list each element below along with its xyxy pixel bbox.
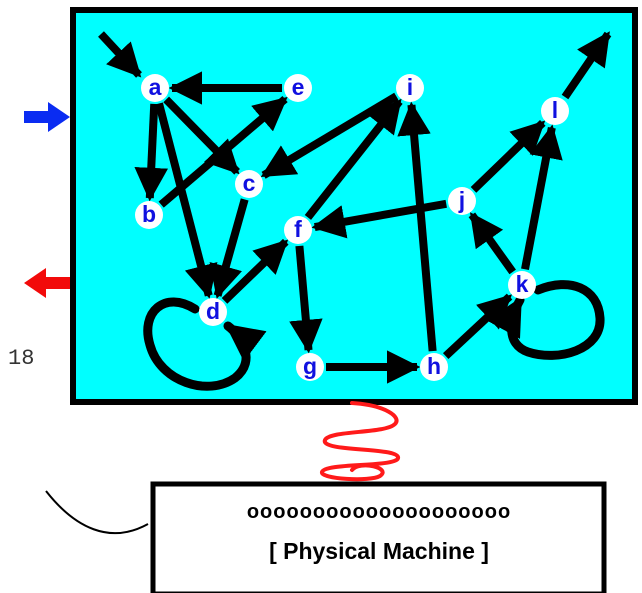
input-arrow (24, 102, 70, 132)
node-label-b: b (142, 201, 156, 227)
physical-machine-box (150, 481, 607, 593)
edge-j-to-f (311, 199, 447, 239)
node-e: e (284, 74, 312, 102)
node-l: l (541, 97, 569, 125)
node-circle-j (448, 187, 476, 215)
node-label-l: l (552, 97, 558, 123)
node-label-k: k (516, 271, 529, 297)
node-d: d (199, 298, 227, 326)
node-circle-g (296, 353, 324, 381)
node-label-j: j (458, 187, 465, 213)
node-circle-c (235, 170, 263, 198)
entry-edge (98, 31, 142, 78)
edge-a-to-b (134, 103, 169, 202)
node-circle-b (135, 201, 163, 229)
node-circle-f (284, 216, 312, 244)
edge-k-to-l (521, 124, 563, 271)
node-h: h (420, 353, 448, 381)
edge-a-to-d (155, 102, 218, 299)
exit-edge (561, 31, 612, 100)
node-c: c (235, 170, 263, 198)
node-circle-d (199, 298, 227, 326)
margin-text: 18 (8, 346, 34, 371)
node-g: g (296, 353, 324, 381)
machine-label: [ Physical Machine ] (269, 538, 489, 564)
machine-dots: oooooooooooooooooooo (247, 501, 511, 523)
node-circle-e (284, 74, 312, 102)
node-k: k (508, 271, 536, 299)
node-label-f: f (294, 216, 302, 242)
node-circle-l (541, 97, 569, 125)
edge-a-to-c (163, 96, 240, 175)
edges-layer (134, 71, 563, 384)
node-j: j (448, 187, 476, 215)
graph-panel (70, 7, 638, 405)
edge-b-to-e (158, 95, 288, 208)
self-loop-d (143, 297, 267, 391)
node-a: a (141, 74, 169, 102)
node-label-d: d (206, 298, 220, 324)
edge-k-to-j (468, 212, 516, 275)
node-circle-k (508, 271, 536, 299)
edge-f-to-i (304, 98, 403, 220)
node-label-c: c (243, 170, 256, 196)
nodes-layer: a b c d e f g h i j k l (135, 74, 569, 381)
curve-line (45, 490, 149, 534)
node-b: b (135, 201, 163, 229)
spring-coil (319, 401, 401, 482)
node-circle-a (141, 74, 169, 102)
node-circle-h (420, 353, 448, 381)
node-label-g: g (303, 353, 317, 379)
edge-h-to-i (397, 101, 437, 352)
node-label-a: a (149, 74, 162, 100)
node-label-i: i (407, 74, 413, 100)
node-label-h: h (427, 353, 441, 379)
edge-f-to-g (289, 245, 323, 354)
node-circle-i (396, 74, 424, 102)
output-arrow (24, 268, 70, 298)
edge-c-to-d (209, 198, 249, 299)
edge-d-to-f (221, 238, 289, 304)
self-loop-k (486, 280, 605, 360)
node-f: f (284, 216, 312, 244)
node-label-e: e (292, 74, 305, 100)
node-i: i (396, 74, 424, 102)
